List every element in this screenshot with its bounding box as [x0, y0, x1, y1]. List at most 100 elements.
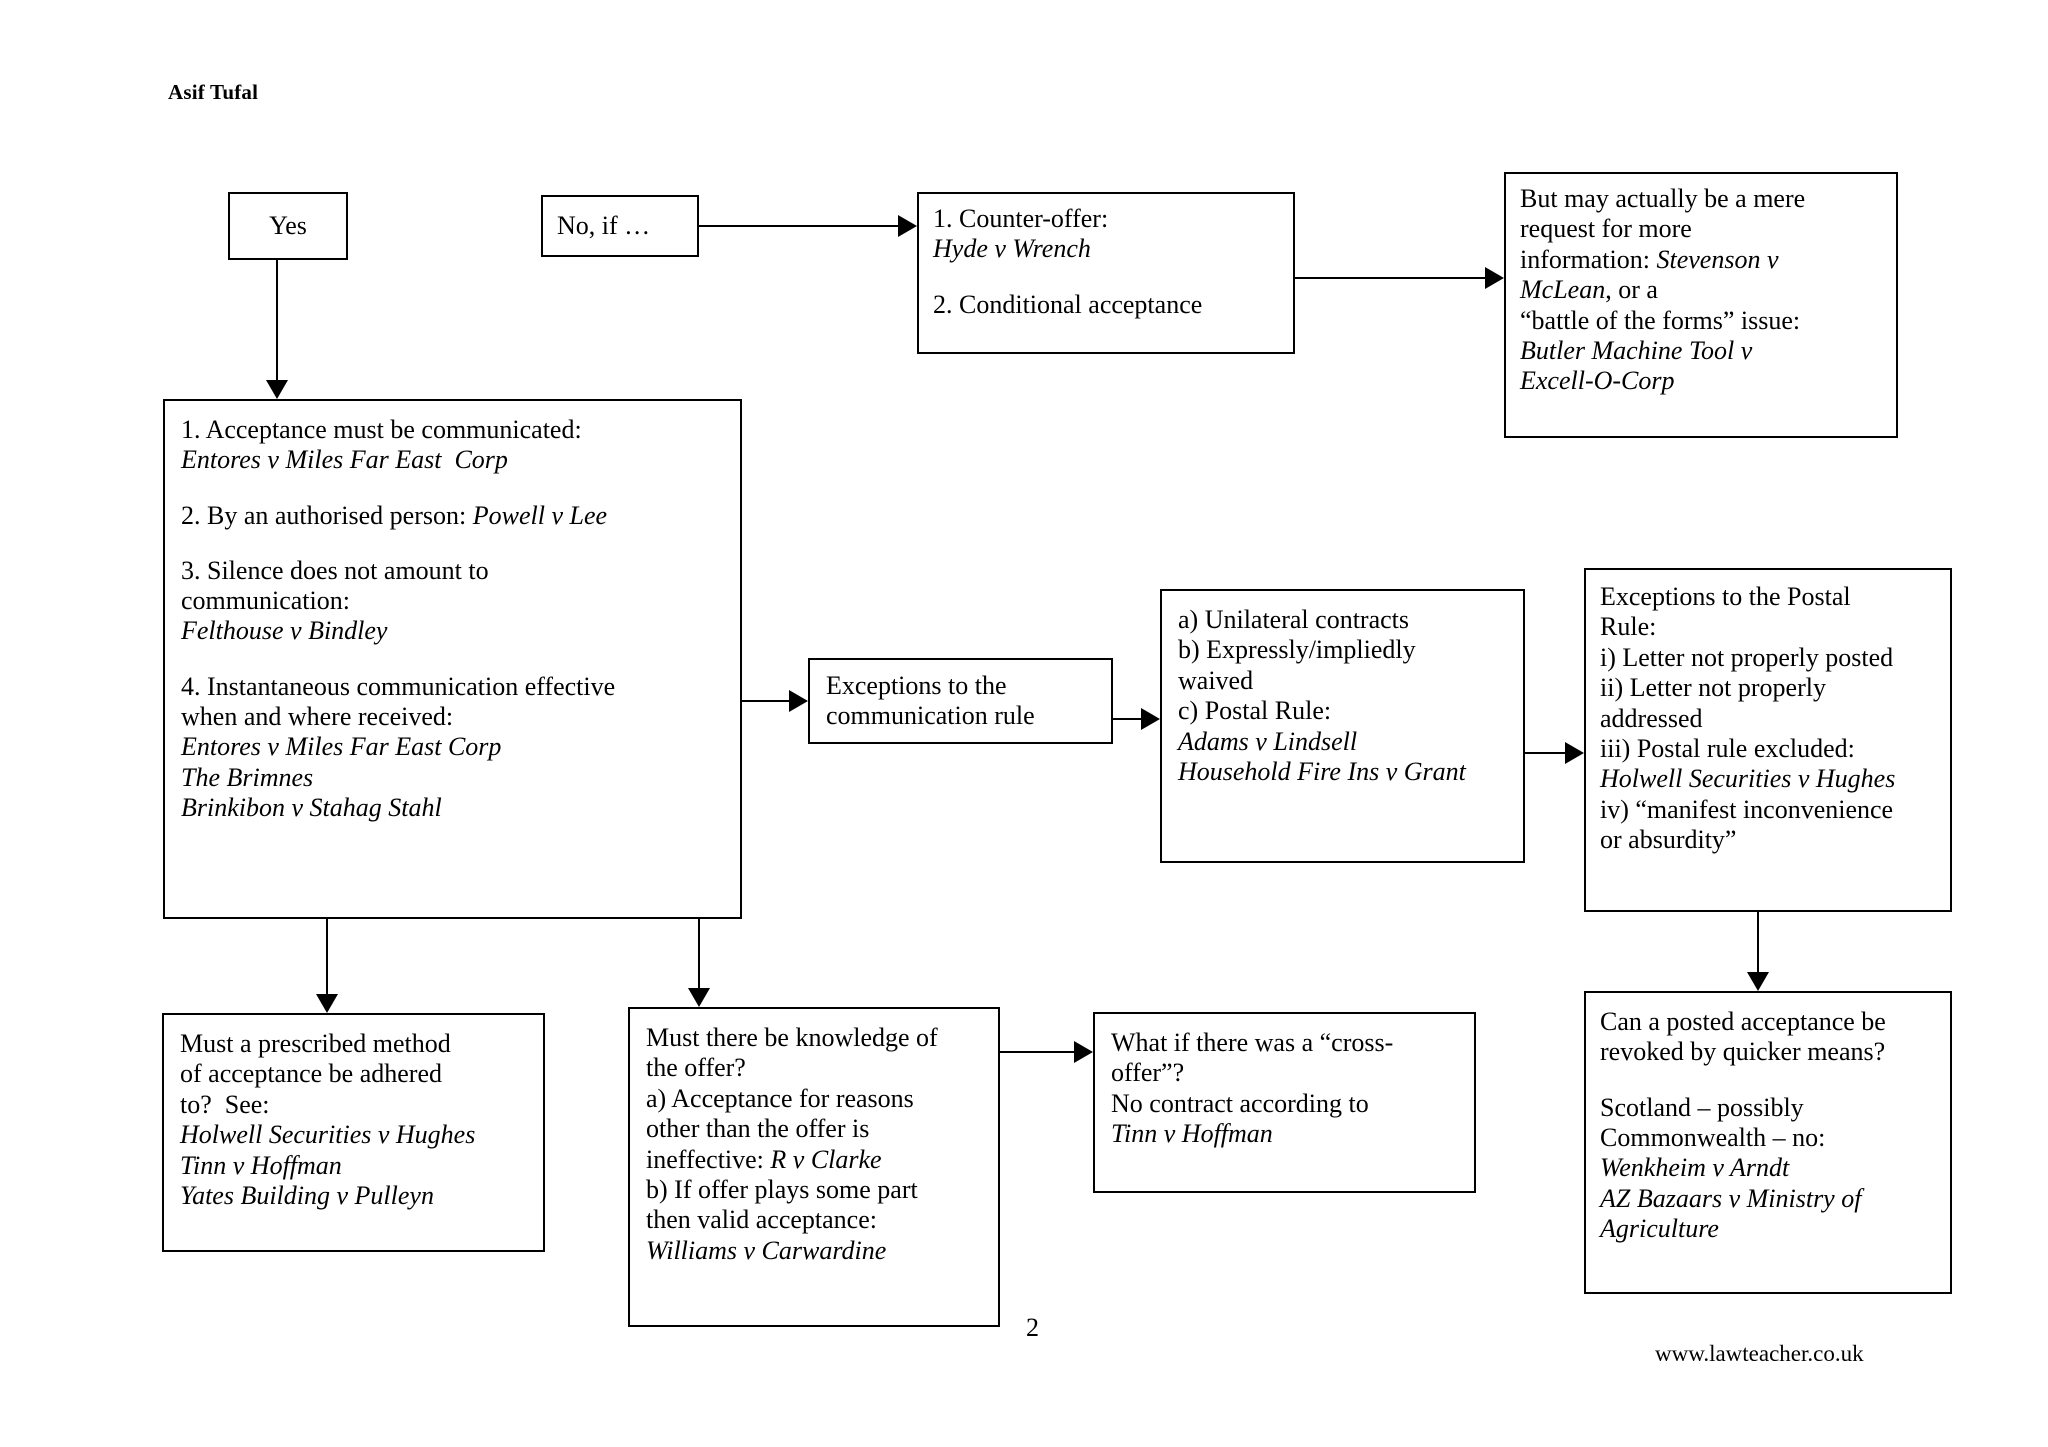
spacer [181, 476, 728, 501]
node-exceptions-list[interactable]: a) Unilateral contracts b) Expressly/imp… [1160, 589, 1525, 863]
mere-request-line2: request for more [1520, 214, 1692, 244]
prescribed-method-case-2: Tinn v Hoffman [180, 1150, 342, 1180]
knowledge-a-line2: other than the offer is [646, 1114, 870, 1144]
revocation-case-1: Wenkheim v Arndt [1600, 1153, 1790, 1183]
node-no-if-label: No, if … [557, 210, 651, 240]
rule4-case-3: Brinkibon v Stahag Stahl [181, 793, 442, 823]
rule4-heading-1: 4. Instantaneous communication effective [181, 671, 616, 701]
postal-exception-ii-line2: addressed [1600, 703, 1703, 733]
author-byline: Asif Tufal [168, 80, 259, 104]
knowledge-b-line2: then valid acceptance: [646, 1205, 877, 1235]
exception-c-case-2: Household Fire Ins v Grant [1178, 757, 1466, 787]
rule4-heading-2: when and where received: [181, 701, 454, 731]
connector-acceptance-to-prescribed [326, 919, 328, 994]
knowledge-question-1: Must there be knowledge of [646, 1023, 938, 1052]
node-counter-offer[interactable]: 1. Counter-offer: Hyde v Wrench 2. Condi… [917, 192, 1295, 354]
connector-list-to-postal [1525, 752, 1565, 754]
mere-request-line5: “battle of the forms” issue: [1520, 305, 1801, 335]
postal-exceptions-head-1: Exceptions to the Postal [1600, 582, 1851, 611]
knowledge-b-case: Williams v Carwardine [646, 1235, 887, 1265]
postal-exception-iv-line2: or absurdity” [1600, 825, 1737, 855]
node-exceptions-comm-rule[interactable]: Exceptions to the communication rule [808, 658, 1113, 744]
mere-request-line4: McLean, or a [1520, 275, 1884, 305]
arrowhead-acceptance-to-exceptions [789, 690, 808, 712]
prescribed-method-line1: Must a prescribed method [180, 1029, 451, 1058]
arrowhead-noif-to-counteroffer [898, 215, 917, 237]
connector-knowledge-to-crossoffer [1000, 1051, 1074, 1053]
spacer [181, 531, 728, 556]
rule4-case-2: The Brimnes [181, 762, 314, 792]
revocation-scotland: Scotland – possibly [1600, 1092, 1804, 1122]
arrowhead-acceptance-to-prescribed [316, 994, 338, 1013]
arrowhead-yes-to-acceptance [266, 380, 288, 399]
mere-request-case-butler: Butler Machine Tool v [1520, 336, 1753, 366]
postal-exception-iii-case: Holwell Securities v Hughes [1600, 764, 1896, 794]
page-number: 2 [1026, 1313, 1039, 1342]
mere-request-line3: information: Stevenson v [1520, 245, 1884, 275]
node-yes-label: Yes [269, 210, 307, 240]
postal-exception-ii-line1: ii) Letter not properly [1600, 673, 1826, 703]
revocation-commonwealth: Commonwealth – no: [1600, 1122, 1826, 1152]
postal-exception-iii: iii) Postal rule excluded: [1600, 734, 1855, 764]
node-yes[interactable]: Yes [228, 192, 348, 260]
cross-offer-question-2: offer”? [1111, 1058, 1185, 1088]
exception-b-line1: b) Expressly/impliedly [1178, 635, 1416, 665]
rule3-case: Felthouse v Bindley [181, 616, 388, 646]
mere-request-line4-text: , or a [1605, 275, 1658, 305]
exception-c-case-1: Adams v Lindsell [1178, 726, 1358, 756]
node-prescribed-method[interactable]: Must a prescribed method of acceptance b… [162, 1013, 545, 1252]
arrowhead-counteroffer-to-mererequest [1485, 267, 1504, 289]
exception-c: c) Postal Rule: [1178, 696, 1332, 726]
counter-offer-line1: 1. Counter-offer: [933, 204, 1109, 233]
mere-request-line3-text: information: [1520, 244, 1657, 274]
knowledge-a-line3: ineffective: R v Clarke [646, 1145, 988, 1175]
rule3-heading-1: 3. Silence does not amount to [181, 555, 489, 585]
exception-a: a) Unilateral contracts [1178, 605, 1409, 634]
knowledge-a-case: R v Clarke [770, 1144, 882, 1174]
connector-yes-to-acceptance [276, 260, 278, 380]
rule1-case: Entores v Miles Far East Corp [181, 445, 508, 475]
node-knowledge-of-offer[interactable]: Must there be knowledge of the offer? a)… [628, 1007, 1000, 1327]
connector-postal-to-revocation [1757, 912, 1759, 972]
revocation-case-2: AZ Bazaars v Ministry of [1600, 1183, 1862, 1213]
mere-request-case-stevenson: Stevenson v [1656, 244, 1779, 274]
arrowhead-postal-to-revocation [1747, 972, 1769, 991]
postal-exception-iv-line1: iv) “manifest inconvenience [1600, 794, 1894, 824]
cross-offer-answer: No contract according to [1111, 1088, 1369, 1118]
knowledge-a-line1: a) Acceptance for reasons [646, 1083, 914, 1113]
prescribed-method-line2: of acceptance be adhered [180, 1059, 442, 1089]
connector-noif-to-counteroffer [699, 225, 898, 227]
prescribed-method-case-3: Yates Building v Pulleyn [180, 1181, 434, 1211]
postal-exception-i: i) Letter not properly posted [1600, 642, 1894, 672]
connector-acceptance-to-exceptions [742, 700, 789, 702]
node-no-if[interactable]: No, if … [541, 195, 699, 257]
arrowhead-list-to-postal [1565, 742, 1584, 764]
website-footer: www.lawteacher.co.uk [1655, 1341, 1864, 1366]
node-acceptance-rules[interactable]: 1. Acceptance must be communicated: Ento… [163, 399, 742, 919]
spacer [181, 647, 728, 672]
counter-offer-case: Hyde v Wrench [933, 234, 1091, 264]
arrowhead-knowledge-to-crossoffer [1074, 1041, 1093, 1063]
node-mere-request[interactable]: But may actually be a mere request for m… [1504, 172, 1898, 438]
knowledge-b-line1: b) If offer plays some part [646, 1175, 918, 1205]
connector-exceptions-to-list [1113, 718, 1141, 720]
arrowhead-exceptions-to-list [1141, 708, 1160, 730]
cross-offer-case: Tinn v Hoffman [1111, 1119, 1273, 1149]
mere-request-case-mclean: McLean [1520, 275, 1606, 305]
exception-b-line2: waived [1178, 665, 1254, 695]
rule4-case-1: Entores v Miles Far East Corp [181, 732, 502, 762]
revocation-case-3: Agriculture [1600, 1214, 1719, 1244]
rule2-line: 2. By an authorised person: Powell v Lee [181, 501, 728, 531]
node-cross-offer[interactable]: What if there was a “cross- offer”? No c… [1093, 1012, 1476, 1193]
prescribed-method-line3: to? See: [180, 1089, 270, 1119]
node-revocation[interactable]: Can a posted acceptance be revoked by qu… [1584, 991, 1952, 1294]
arrowhead-acceptance-to-knowledge [688, 988, 710, 1007]
spacer [1600, 1068, 1940, 1093]
node-postal-exceptions[interactable]: Exceptions to the Postal Rule: i) Letter… [1584, 568, 1952, 912]
postal-exceptions-head-2: Rule: [1600, 612, 1657, 642]
mere-request-line1: But may actually be a mere [1520, 184, 1806, 213]
exceptions-comm-line2: communication rule [826, 701, 1035, 730]
revocation-question-2: revoked by quicker means? [1600, 1037, 1886, 1067]
knowledge-question-2: the offer? [646, 1053, 746, 1083]
